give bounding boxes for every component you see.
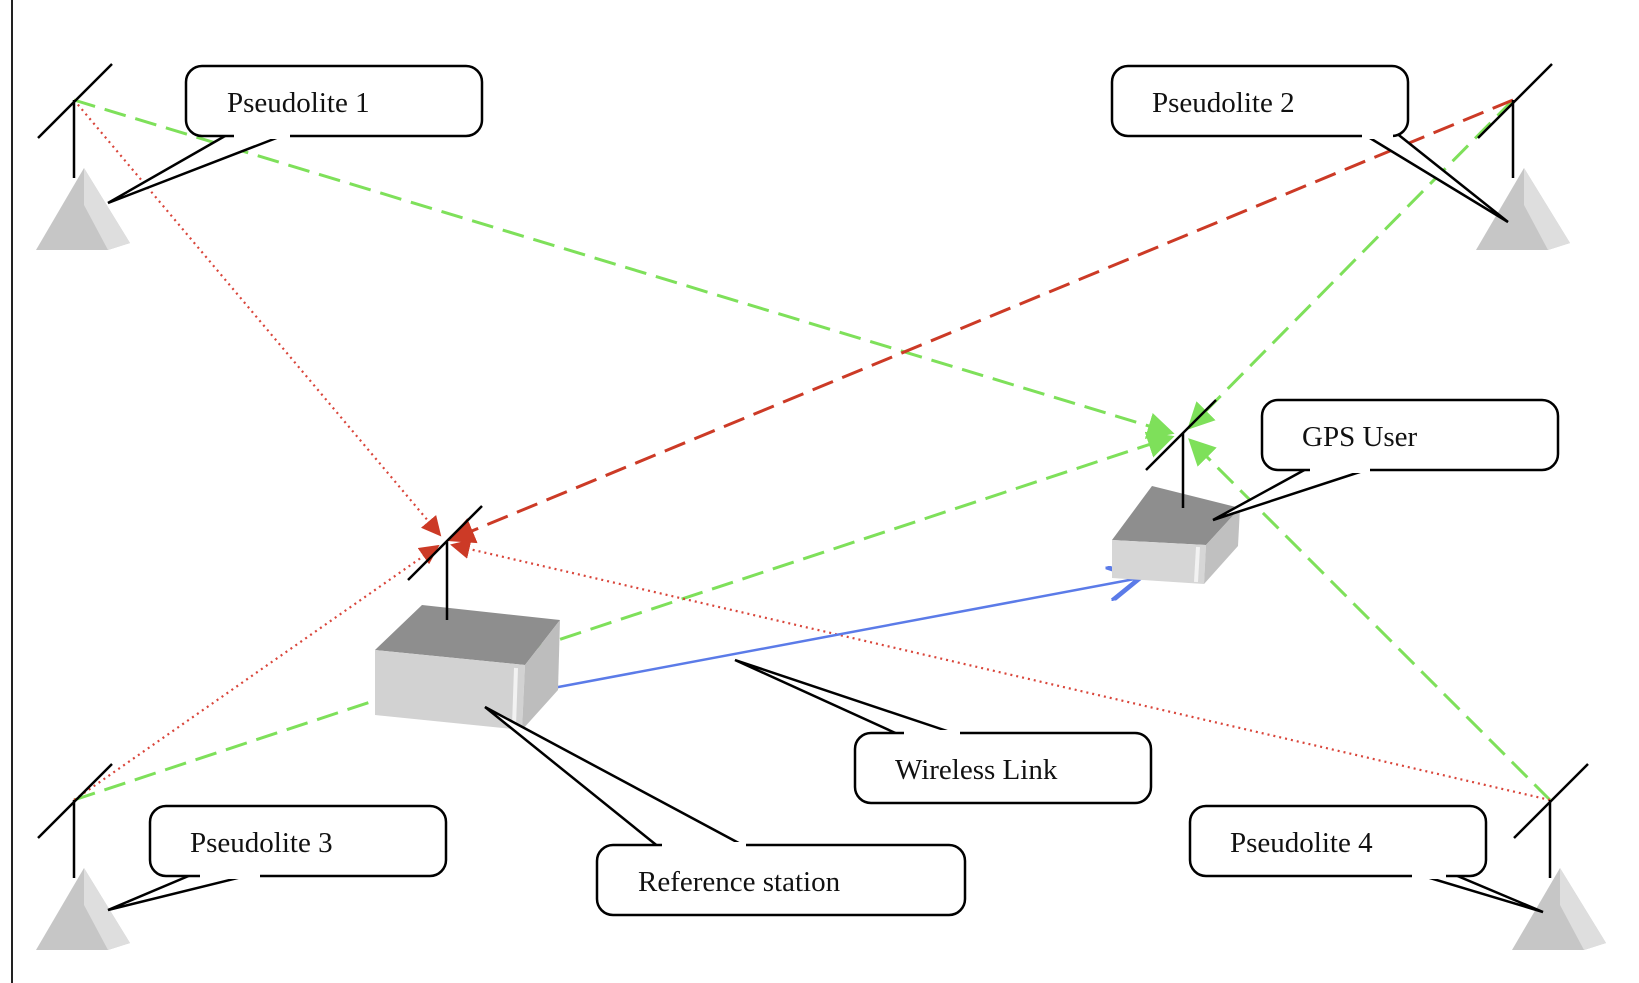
gps-user-top [1112, 486, 1240, 545]
reference-dotted-lines [73, 99, 1551, 802]
callout-pseudolite-1-gap [234, 131, 290, 139]
pseudolite-3-body-side [84, 868, 130, 950]
signal-p4-to-reference [450, 539, 1551, 802]
reference-station-edge [512, 667, 518, 727]
pseudolite-1-body-side [84, 168, 130, 250]
label-pseudolite-4: Pseudolite 4 [1230, 827, 1373, 859]
reference-station-side [522, 620, 560, 730]
gps-user-antenna [1145, 399, 1217, 471]
callout-pseudolite-2: Pseudolite 2 [1110, 64, 1509, 224]
callout-gps-user-gap [1310, 465, 1370, 473]
pseudolite-2-antenna [1477, 63, 1553, 139]
callout-gps-user-box [1260, 398, 1560, 472]
pseudolite-3-antenna [37, 763, 113, 839]
callout-wireless-link-box [853, 731, 1153, 805]
pseudolite-2-body-side [1524, 168, 1570, 250]
pseudolite-4-body-side [1560, 868, 1606, 950]
pseudolite-1-antenna [37, 63, 113, 139]
callout-wireless-link: Wireless Link [734, 658, 1153, 805]
label-pseudolite-2: Pseudolite 2 [1152, 87, 1295, 119]
callout-wireless-link-gap [904, 730, 960, 738]
callout-pseudolite-4-gap [1412, 871, 1446, 879]
wireless-link-line [552, 578, 1140, 690]
pseudolite-3 [36, 763, 130, 950]
callout-pseudolite-2-box [1110, 64, 1410, 138]
callout-pseudolite-3-gap [200, 871, 260, 879]
signal-p2-to-user [1187, 98, 1515, 430]
label-reference-station: Reference station [638, 866, 841, 898]
callout-pseudolite-3-box [148, 804, 448, 878]
gps-user-side [1204, 508, 1240, 584]
label-pseudolite-3: Pseudolite 3 [190, 827, 333, 859]
gps-user-receiver [1112, 399, 1240, 584]
label-wireless-link: Wireless Link [895, 754, 1058, 786]
gps-user-front [1112, 540, 1206, 584]
callout-reference-station-gap [662, 842, 746, 850]
gps-user-edge [1194, 546, 1200, 583]
signal-p3-to-reference [73, 544, 440, 801]
signal-p4-to-user [1188, 438, 1552, 802]
callout-pseudolite-1-box [184, 64, 484, 138]
callout-reference-station-box [595, 843, 967, 917]
pseudolite-4-antenna [1513, 763, 1589, 839]
reference-station [375, 505, 560, 730]
reference-station-antenna [407, 505, 483, 581]
pseudolite-2 [1476, 63, 1570, 250]
label-gps-user: GPS User [1302, 421, 1418, 453]
callout-pseudolite-1: Pseudolite 1 [107, 64, 484, 205]
pseudolite-4 [1512, 763, 1606, 950]
callout-pseudolite-4-box [1188, 804, 1488, 878]
signal-p3-to-user [73, 431, 1175, 802]
label-pseudolite-1: Pseudolite 1 [227, 87, 370, 119]
signal-p1-to-reference [73, 99, 442, 537]
pseudolite-1 [36, 63, 130, 250]
reference-station-top [375, 605, 560, 665]
callout-reference-station: Reference station [484, 705, 967, 917]
callout-pseudolite-3: Pseudolite 3 [107, 804, 448, 912]
callout-gps-user: GPS User [1212, 398, 1560, 522]
callout-pseudolite-2-gap [1362, 131, 1393, 139]
callout-pseudolite-4: Pseudolite 4 [1188, 804, 1544, 914]
